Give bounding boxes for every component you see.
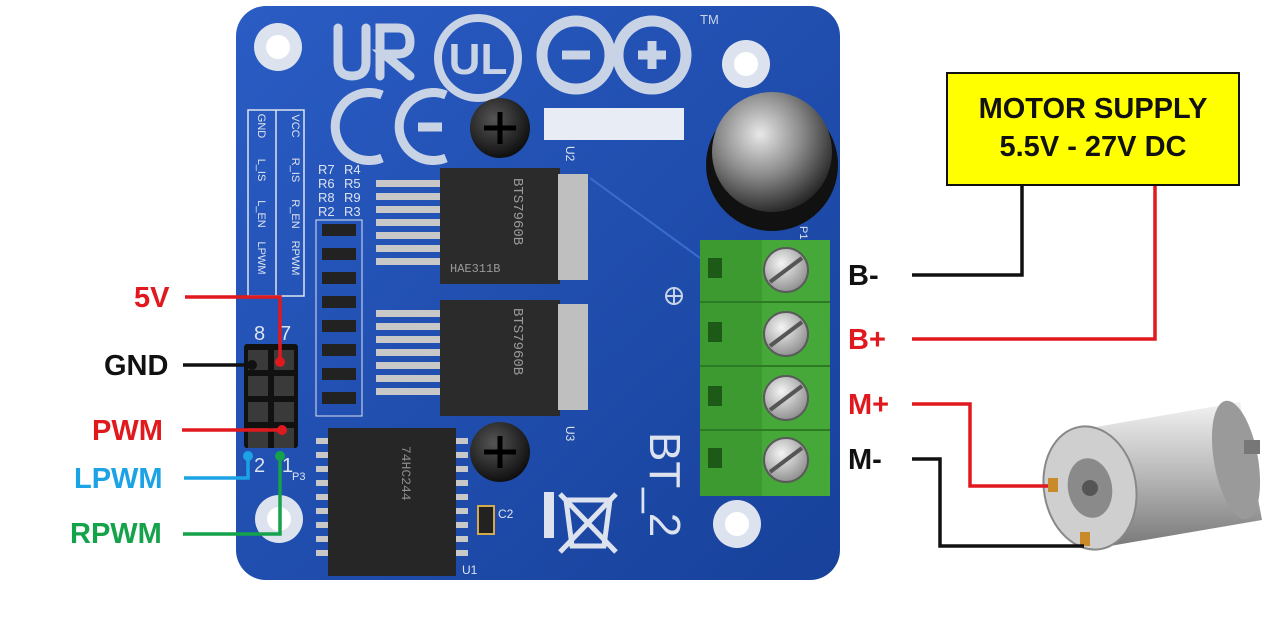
label-gnd: GND [104,350,169,382]
svg-text:HAE311B: HAE311B [450,262,500,276]
terminal-block [700,240,830,496]
pin-number: 1 [282,455,293,477]
wire-ends [243,357,287,461]
header-label: VCC [289,114,301,137]
header-label: RPWM [289,241,301,276]
supply-voltage: 5.5V - 27V DC [999,131,1187,163]
capacitor-c2 [477,505,495,535]
tm-mark: TM [700,12,719,27]
ur-logo [333,23,415,81]
svg-text:BTS7960B: BTS7960B [509,308,525,375]
smd-resistors [315,219,363,417]
svg-text:74HC244: 74HC244 [398,446,413,501]
pcb-board: UL TM VCC R_IS R_EN RPWM GND L_IS L_EN [236,6,840,580]
label-m-plus: M+ [848,389,890,421]
board-model-label: BT_2 [640,432,689,537]
svg-text:R2: R2 [318,204,335,219]
pin-number: 8 [254,323,265,345]
electrolytic-capacitor [706,92,838,231]
wire-lpwm [184,456,250,480]
plus-icon [638,41,666,69]
ce-logo [330,88,448,165]
svg-text:R7: R7 [318,162,335,177]
target-mark [665,287,683,305]
dc-motor [1042,400,1262,551]
svg-text:R3: R3 [344,204,361,219]
wires [182,186,1157,548]
svg-text:R4: R4 [344,162,361,177]
terminal-screw [763,311,809,357]
label-rpwm: RPWM [70,518,162,550]
mounting-hole [713,500,761,548]
header-label: L_EN [255,200,267,228]
h-bridge-chip-2: BTS7960B [376,300,588,416]
mounting-hole [254,23,302,71]
pin-number: 7 [280,323,291,345]
svg-text:R5: R5 [344,176,361,191]
screw [470,422,530,482]
wire-rpwm [183,456,282,536]
supply-title: MOTOR SUPPLY [978,93,1208,126]
label-b-plus: B+ [848,324,886,356]
u2-label: U2 [563,146,577,162]
terminal-screw [763,247,809,293]
wire-5v [185,295,282,362]
mounting-hole [722,40,770,88]
label-5v: 5V [134,282,170,314]
white-label-pad [544,108,684,140]
label-m-minus: M- [848,444,882,476]
u1-label: U1 [462,563,478,577]
terminal-screw [763,375,809,421]
label-pwm: PWM [92,415,163,447]
header-label: GND [255,114,267,139]
svg-text:UL: UL [449,35,508,84]
h-bridge-chip-1: BTS7960B HAE311B [376,168,588,284]
svg-text:R6: R6 [318,176,335,191]
label-b-minus: B- [848,260,879,292]
header-label: L_IS [255,159,267,182]
header-label: LPWM [255,242,267,275]
logic-chip: 74HC244 [316,428,468,576]
header-silkscreen: VCC R_IS R_EN RPWM GND L_IS L_EN LPWM [247,109,305,297]
pin-number: 2 [254,455,265,477]
wire-m-minus [912,457,1084,548]
screw [470,98,530,158]
weee-bin-icon [544,492,618,554]
arduino-logo [536,15,692,95]
svg-text:R9: R9 [344,190,361,205]
pcb-trace [589,177,701,259]
wire-m-plus [912,402,1048,488]
svg-text:BTS7960B: BTS7960B [509,178,525,245]
pin-header [244,344,298,448]
header-label: R_EN [289,199,301,228]
svg-text:R8: R8 [318,190,335,205]
wire-b-plus [912,186,1157,341]
label-lpwm: LPWM [74,463,163,495]
p1-label: P1 [797,226,809,239]
motor-supply-box: MOTOR SUPPLY 5.5V - 27V DC [946,72,1240,186]
u3-label: U3 [563,426,577,442]
wire-b-minus [912,186,1024,277]
c2-label: C2 [498,507,514,521]
terminal-screw [763,437,809,483]
resistor-labels: R7 R4 R6 R5 R8 R9 R2 R3 [318,162,361,219]
p3-label: P3 [292,471,305,483]
ul-logo: UL [434,14,522,102]
header-label: R_IS [289,158,301,182]
